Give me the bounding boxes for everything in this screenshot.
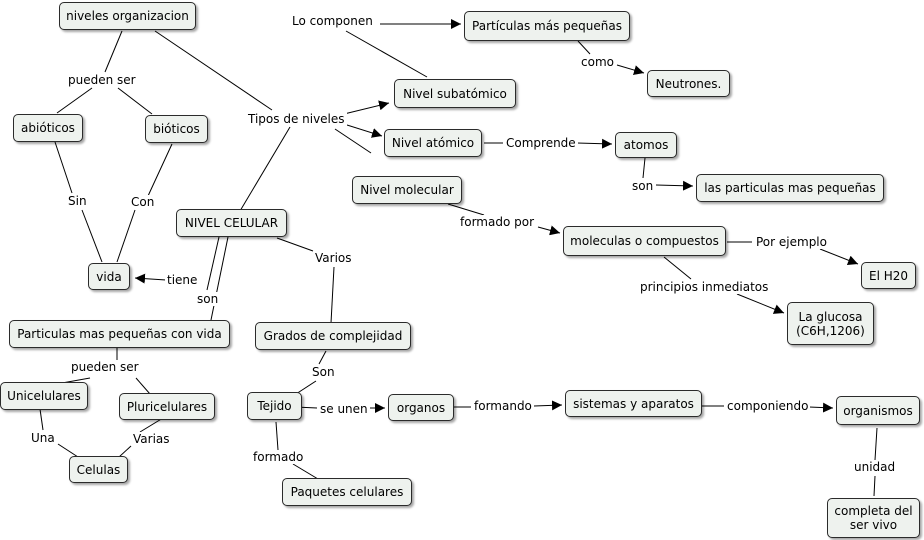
link-varios: Varios: [313, 251, 354, 265]
node-nivel-atomico[interactable]: Nivel atómico: [384, 129, 482, 157]
node-niveles-organizacion[interactable]: niveles organizacion: [59, 2, 196, 30]
link-principios-inmediatos: principios inmediatos: [638, 280, 771, 294]
node-nivel-molecular[interactable]: Nivel molecular: [352, 176, 462, 204]
node-particulas-con-vida[interactable]: Particulas mas pequeñas con vida: [9, 320, 230, 348]
link-tiene: tiene: [165, 273, 200, 287]
link-por-ejemplo: Por ejemplo: [754, 235, 829, 249]
link-lo-componen: Lo componen: [290, 14, 375, 28]
link-pueden-ser-2: pueden ser: [69, 360, 141, 374]
node-atomos[interactable]: atomos: [615, 132, 677, 158]
link-tipos-de-niveles: Tipos de niveles: [246, 112, 347, 126]
node-moleculas-compuestos[interactable]: moleculas o compuestos: [563, 226, 726, 256]
node-abioticos[interactable]: abióticos: [13, 114, 83, 142]
link-formando: formando: [472, 399, 534, 413]
link-componiendo: componiendo: [725, 399, 811, 413]
node-organos[interactable]: organos: [388, 394, 454, 421]
node-grados-complejidad[interactable]: Grados de complejidad: [255, 322, 411, 350]
node-pluricelulares[interactable]: Pluricelulares: [119, 393, 215, 420]
link-sin: Sin: [66, 194, 89, 208]
node-particulas-mas-pequenas[interactable]: Partículas más pequeñas: [464, 11, 630, 41]
link-con: Con: [129, 195, 157, 209]
node-sistemas-aparatos[interactable]: sistemas y aparatos: [565, 390, 702, 417]
node-nivel-subatomico[interactable]: Nivel subatómico: [394, 79, 516, 108]
link-se-unen: se unen: [318, 402, 370, 416]
link-pueden-ser: pueden ser: [66, 73, 138, 87]
node-neutrones[interactable]: Neutrones.: [647, 70, 730, 97]
node-la-glucosa[interactable]: La glucosa (C6H,1206): [787, 302, 874, 345]
node-completa-ser-vivo[interactable]: completa del ser vivo: [827, 498, 920, 538]
node-tejido[interactable]: Tejido: [247, 392, 302, 420]
link-son-2: Son: [310, 365, 337, 379]
node-nivel-celular[interactable]: NIVEL CELULAR: [176, 209, 287, 237]
node-celulas[interactable]: Celulas: [69, 456, 128, 483]
link-comprende: Comprende: [504, 136, 578, 150]
link-unidad: unidad: [852, 460, 898, 474]
link-formado-por: formado por: [458, 215, 536, 229]
link-formado: formado: [251, 450, 306, 464]
node-las-particulas[interactable]: las particulas mas pequeñas: [696, 174, 884, 202]
node-vida[interactable]: vida: [88, 263, 130, 290]
node-el-h20[interactable]: El H20: [861, 262, 916, 289]
node-organismos[interactable]: organismos: [836, 396, 920, 425]
link-varias: Varias: [131, 432, 172, 446]
node-unicelulares[interactable]: Unicelulares: [0, 382, 88, 410]
node-paquetes-celulares[interactable]: Paquetes celulares: [282, 478, 412, 506]
node-bioticos[interactable]: bióticos: [145, 115, 208, 143]
link-son: son: [195, 292, 221, 306]
link-como: como: [579, 55, 616, 69]
link-son-3: son: [630, 179, 656, 193]
link-una: Una: [29, 431, 57, 445]
